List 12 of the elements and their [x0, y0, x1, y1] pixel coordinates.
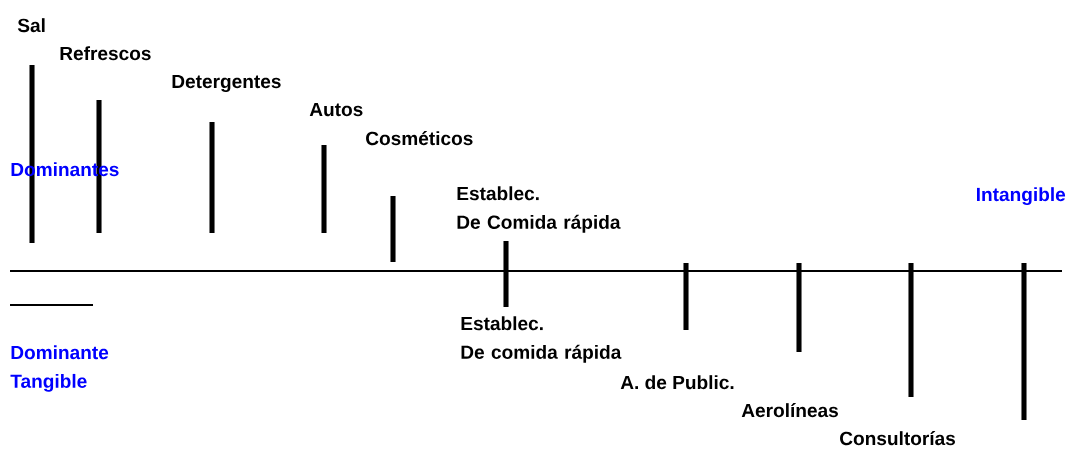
pole-label: Dominante Tangible [10, 345, 109, 392]
pole-label: Intangible [976, 187, 1066, 206]
scale-label: Establec. De Comida rápida [457, 186, 621, 233]
scale-label: Refrescos [60, 46, 151, 61]
scale-label: A. de Public. [620, 375, 734, 390]
scale-label: Sal [17, 18, 45, 33]
scale-label: Cosméticos [366, 131, 473, 146]
scale-label: Aerolíneas [741, 403, 838, 418]
scale-label: Consultorías [840, 431, 956, 446]
scale-label: Autos [309, 102, 363, 117]
scale-label: Establec. De comida rápida [461, 316, 622, 363]
scale-label: Detergentes [172, 74, 281, 93]
